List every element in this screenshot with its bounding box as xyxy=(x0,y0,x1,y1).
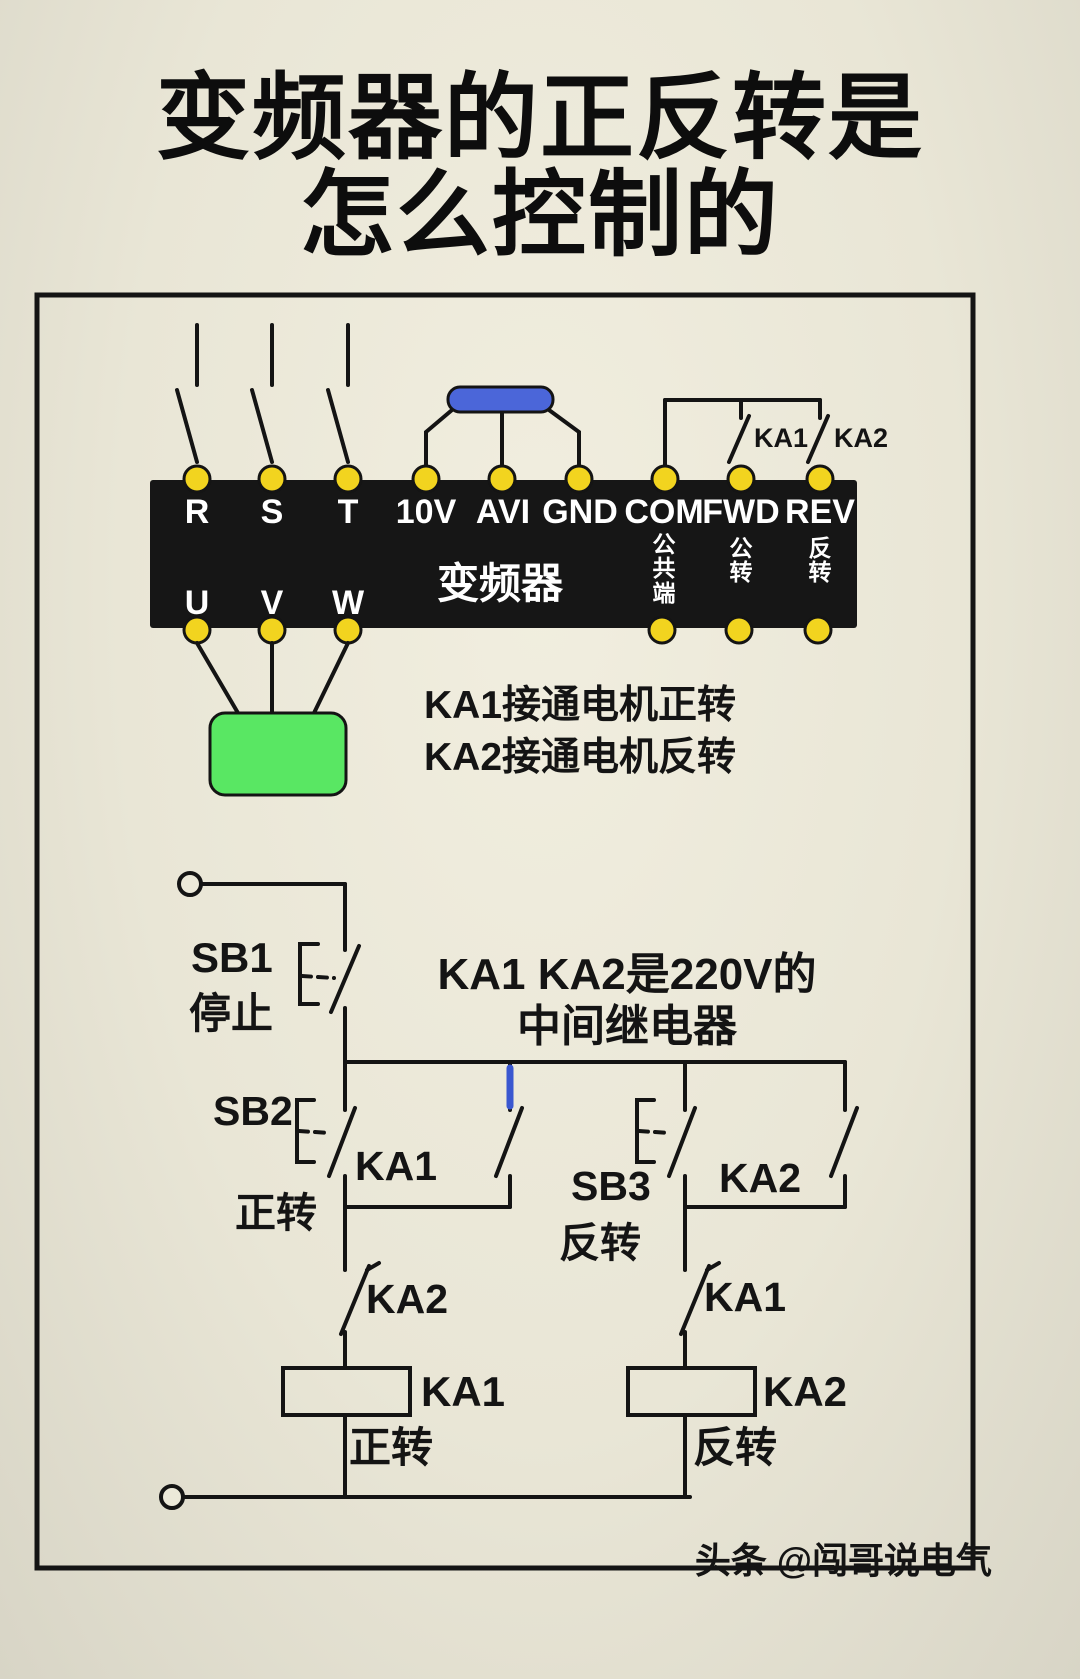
ka2-interlock-blade xyxy=(339,1264,371,1336)
inverter-name: 变频器 xyxy=(436,560,564,607)
ka1-contact-blade xyxy=(727,414,751,464)
terminal-fwd-out xyxy=(724,615,754,645)
note-relay-line2: 中间继电器 xyxy=(517,1002,737,1051)
ka1-interlock-contact xyxy=(679,1205,721,1370)
label-ka1-coil-caption: 正转 xyxy=(349,1424,434,1471)
diagram-border xyxy=(34,292,976,1571)
ka2-hold-blade xyxy=(829,1106,859,1178)
page-title: 变频器的正反转是 怎么控制的 xyxy=(0,65,1080,267)
terminal-avi xyxy=(487,464,517,494)
terminal-t xyxy=(333,464,363,494)
terminal-com-out xyxy=(647,615,677,645)
com-fwd-rev-wiring xyxy=(663,398,830,468)
sb3-switch xyxy=(635,1060,697,1209)
sb3-blade xyxy=(667,1106,697,1178)
label-terminal-v: V xyxy=(260,584,284,622)
ka2-hold-contact xyxy=(829,1060,859,1209)
label-sb3: SB3 xyxy=(571,1163,651,1209)
ka1-hold-blade xyxy=(494,1106,524,1178)
supply-switches xyxy=(175,323,350,464)
label-sb3-caption: 反转 xyxy=(559,1220,641,1266)
terminal-fwd xyxy=(726,464,756,494)
title-line-2: 怎么控制的 xyxy=(299,161,780,267)
terminal-rev xyxy=(805,464,835,494)
ka2-contact-blade xyxy=(806,414,830,464)
control-circuit xyxy=(159,871,859,1510)
label-ka1-contact: KA1 xyxy=(754,423,809,453)
note-relay-line1: KA1 KA2是220V的 xyxy=(437,950,817,999)
label-terminal-u: U xyxy=(184,584,210,622)
title-line-1: 变频器的正反转是 xyxy=(155,65,924,170)
sb3-actuator xyxy=(637,1129,672,1135)
terminals-top xyxy=(182,464,835,494)
note-ka1: KA1接通电机正转 xyxy=(424,684,737,727)
sb1-actuator xyxy=(300,974,336,980)
ka2-coil xyxy=(626,1366,757,1417)
supply-blade-r xyxy=(175,388,199,464)
label-terminal-t: T xyxy=(337,493,359,531)
supply-blade-s xyxy=(250,388,274,464)
sb2-blade xyxy=(327,1106,357,1178)
label-ka1-hold: KA1 xyxy=(355,1143,438,1189)
terminal-rev-out xyxy=(803,615,833,645)
inverter-body xyxy=(150,480,857,628)
label-terminal-s: S xyxy=(260,493,284,531)
terminal-10v xyxy=(411,464,441,494)
label-rev-caption: 反转 xyxy=(808,535,832,586)
label-ka2-contact: KA2 xyxy=(834,423,889,453)
label-sb1-caption: 停止 xyxy=(189,990,274,1037)
terminal-s xyxy=(257,464,287,494)
supply-blade-t xyxy=(326,388,350,464)
label-sb2: SB2 xyxy=(213,1088,293,1134)
label-ka2-interlock: KA2 xyxy=(366,1276,449,1322)
ka1-coil xyxy=(281,1366,412,1417)
ka2-interlock-contact xyxy=(339,1205,381,1370)
label-terminal-com: COM xyxy=(624,493,704,531)
sb1-switch xyxy=(298,942,361,1064)
motor-wire-u xyxy=(195,641,240,715)
label-terminal-avi: AVI xyxy=(475,493,531,531)
note-ka2: KA2接通电机反转 xyxy=(424,736,737,779)
label-terminal-10v: 10V xyxy=(395,493,457,531)
control-supply-node xyxy=(177,871,203,897)
terminal-com xyxy=(650,464,680,494)
pot-wire-gnd xyxy=(547,408,581,468)
label-ka1-interlock: KA1 xyxy=(704,1274,787,1320)
label-ka1-coil: KA1 xyxy=(421,1368,506,1415)
control-return-node xyxy=(159,1484,185,1510)
sb1-blade xyxy=(329,944,361,1014)
ka1-hold-contact xyxy=(494,1060,524,1209)
terminal-r xyxy=(182,464,212,494)
label-sb1: SB1 xyxy=(191,934,273,981)
pot-wire-10v xyxy=(424,408,454,468)
label-terminal-gnd: GND xyxy=(542,493,618,531)
sb2-actuator xyxy=(297,1129,332,1135)
label-ka2-coil-caption: 反转 xyxy=(693,1424,778,1471)
ka1-interlock-tick xyxy=(705,1261,721,1272)
motor-wiring xyxy=(195,641,350,797)
sb1-cap xyxy=(298,942,320,1006)
label-terminal-fwd: FWD xyxy=(702,493,780,531)
label-fwd-caption: 公转 xyxy=(729,535,753,586)
label-com-caption: 公共端 xyxy=(652,531,676,606)
ka2-interlock-tick xyxy=(365,1261,381,1272)
label-terminal-rev: REV xyxy=(785,493,855,531)
watermark: 头条 @闯哥说电气 xyxy=(694,1540,992,1581)
potentiometer xyxy=(446,385,555,414)
label-ka2-coil: KA2 xyxy=(763,1368,848,1415)
potentiometer-wiring xyxy=(424,385,581,468)
label-terminal-r: R xyxy=(184,493,210,531)
sb2-switch xyxy=(295,1060,357,1209)
terminal-gnd xyxy=(564,464,594,494)
label-ka2-hold: KA2 xyxy=(719,1155,802,1201)
label-terminal-w: W xyxy=(331,584,365,622)
motor-wire-w xyxy=(312,641,350,715)
label-sb2-caption: 正转 xyxy=(235,1190,317,1236)
motor xyxy=(208,711,348,797)
ka1-interlock-blade xyxy=(679,1264,711,1336)
